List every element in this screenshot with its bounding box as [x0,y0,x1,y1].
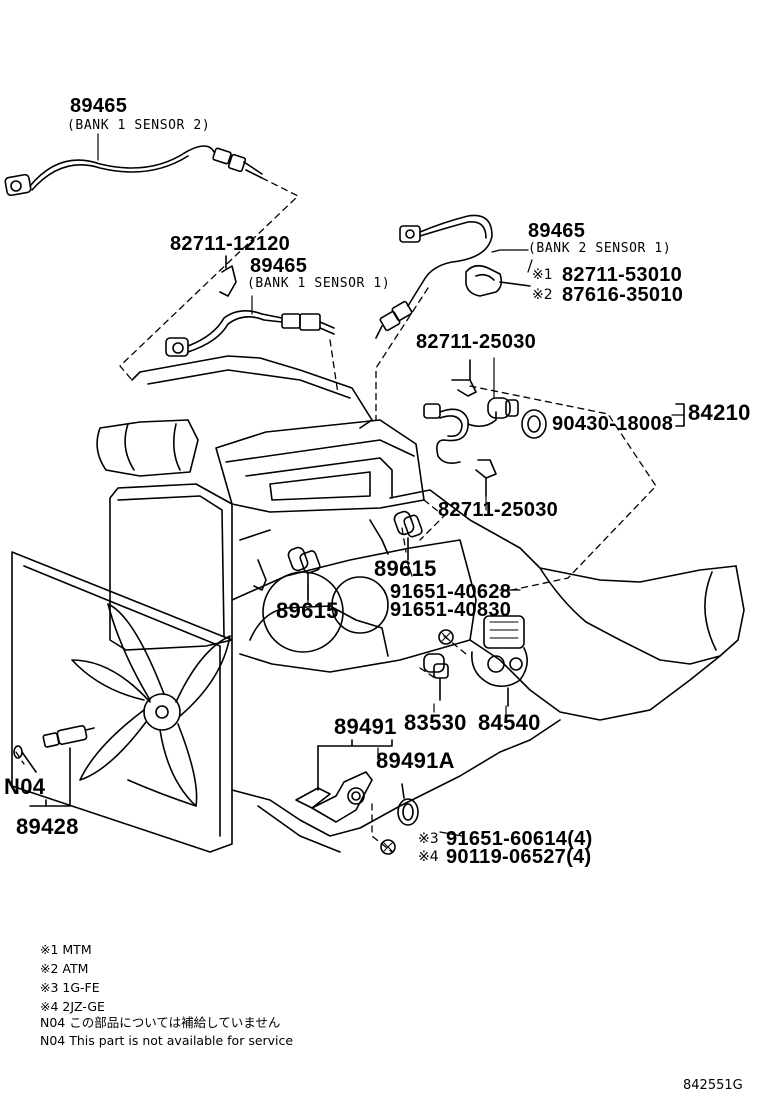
label-91651-40628: 91651-40628 [390,581,512,603]
label-91651-40830: 91651-40830 [390,599,512,621]
label-82711-25030-top: 82711-25030 [416,331,537,353]
mark-2: ※2 [532,287,553,303]
label-89615-left: 89615 [276,598,339,623]
label-89615-right: 89615 [374,556,437,581]
label-pointers [98,134,532,836]
bolt-91651-40830 [439,630,453,644]
temperature-sensor [30,725,94,806]
oil-seal [398,784,418,825]
bracket-89491 [318,740,392,746]
note-3: ※3 1G-FE [40,980,100,995]
label-89491: 89491 [334,714,397,739]
o2-sensor-bank2-sensor1 [376,215,492,338]
label-82711-25030-bottom: 82711-25030 [438,499,559,521]
n04-ring [14,746,22,758]
label-89465-b1s2: 89465 [70,95,128,117]
cam-sensor-right [393,510,423,560]
bolt-90119-06527 [381,840,395,854]
label-bank2-sensor1: (BANK 2 SENSOR 1) [528,241,672,256]
o2-sensor-bank1-sensor2 [5,146,262,196]
clamp-82711-12120 [220,256,236,296]
o2-sensor-bank1-sensor1 [166,311,334,356]
note-n04-en: N04 This part is not available for servi… [40,1033,294,1048]
label-bank1-sensor2: (BANK 1 SENSOR 2) [67,118,211,133]
label-82711-12120: 82711-12120 [170,233,291,255]
label-89428: 89428 [16,814,79,839]
label-bank1-sensor1: (BANK 1 SENSOR 1) [247,276,391,291]
label-83530: 83530 [404,710,467,735]
diagram-code: 842551G [683,1078,743,1093]
label-89465-b1s1: 89465 [250,255,308,277]
fan [72,604,230,806]
mark-1: ※1 [532,267,553,283]
label-90430-18008: 90430-18008 [552,413,674,435]
label-89465-b2s1: 89465 [528,220,586,242]
label-91651-60614: 91651-60614(4) [446,828,593,850]
note-n04-jp: N04 この部品については補給していません [40,1015,281,1030]
neutral-switch [472,616,527,706]
label-87616-35010: 87616-35010 [562,284,684,306]
crank-sensor [296,746,372,822]
label-89491A: 89491A [376,748,455,773]
label-84540: 84540 [478,710,541,735]
note-2: ※2 ATM [40,961,89,976]
note-4: ※4 2JZ-GE [40,999,105,1014]
label-90119-06527: 90119-06527(4) [446,846,592,868]
label-82711-53010: 82711-53010 [562,264,683,286]
engine-block [12,356,744,852]
label-n04: N04 [4,774,46,799]
clamp-82711-53010 [466,266,530,296]
mark-4: ※4 [418,849,439,865]
oil-pressure-switch [424,654,448,700]
note-1: ※1 MTM [40,942,92,957]
mark-3: ※3 [418,831,439,847]
leader-lines [16,178,656,852]
label-84210: 84210 [688,400,751,425]
knock-sensor-84210 [424,360,546,496]
